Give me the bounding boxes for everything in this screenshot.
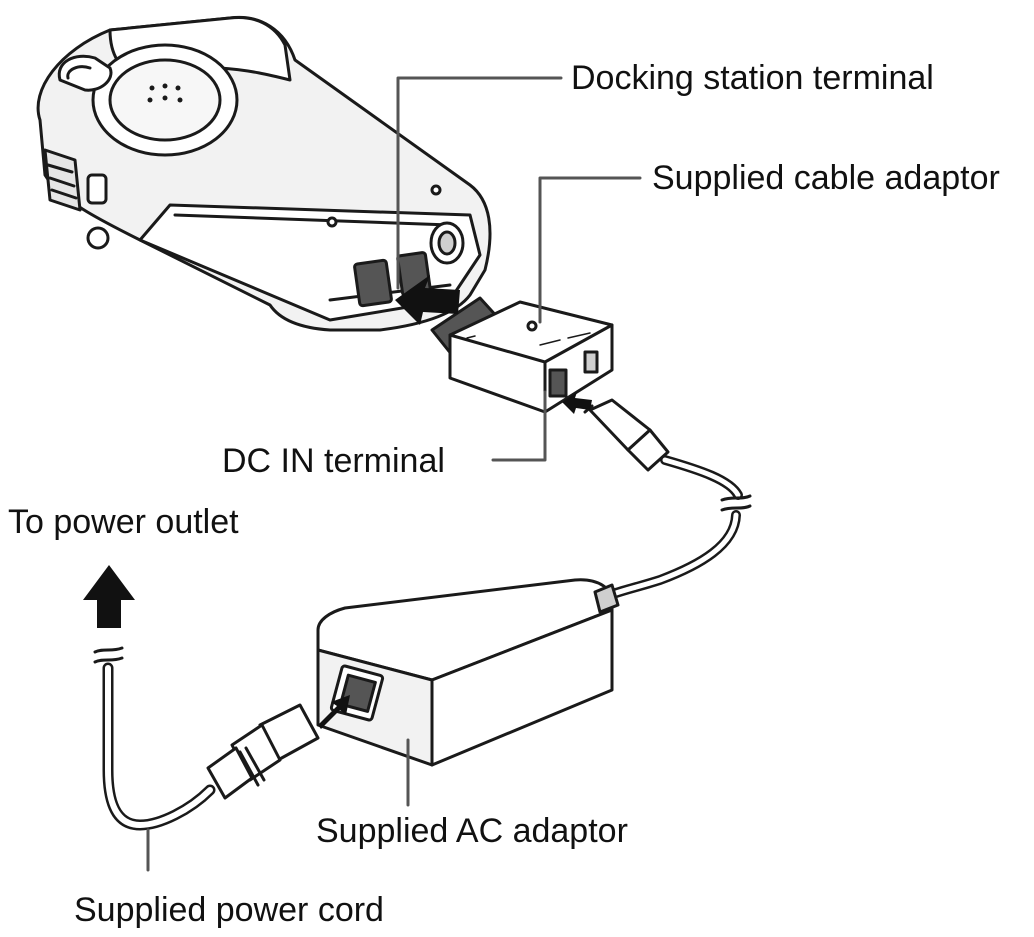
dc-plug [583,398,752,603]
arrow-up-icon [83,565,135,628]
insert-arrow-docking [395,275,460,325]
camera-body [36,15,492,332]
insert-arrow-ac-inlet [318,695,350,729]
label-supplied-ac-adaptor: Supplied AC adaptor [316,812,628,850]
cable-adaptor [430,296,614,414]
ac-adaptor [316,578,620,767]
label-supplied-cable-adaptor: Supplied cable adaptor [652,159,1000,197]
insert-arrow-dc-in [562,392,592,414]
power-cord [93,646,320,831]
label-docking-station-terminal: Docking station terminal [571,59,934,97]
label-to-power-outlet: To power outlet [8,503,239,541]
label-dc-in-terminal: DC IN terminal [222,442,445,480]
label-supplied-power-cord: Supplied power cord [74,891,384,929]
leader-lines [146,76,642,872]
